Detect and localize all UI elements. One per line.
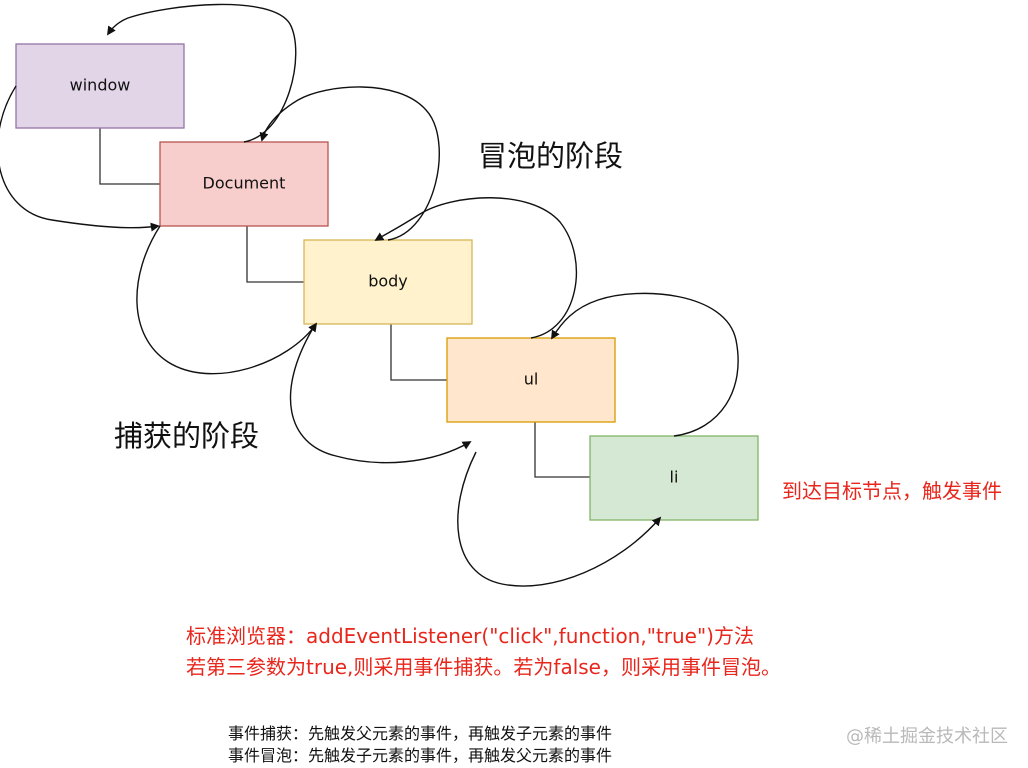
node-li-label: li	[670, 468, 679, 487]
summary-capture: 事件捕获：先触发父元素的事件，再触发子元素的事件	[228, 724, 612, 743]
bubble-arrow-li-ul	[551, 292, 739, 437]
node-li-box	[589, 435, 759, 521]
capture-arrow-document-body	[136, 225, 318, 375]
connector-window-document	[99, 128, 160, 185]
capture-arrow-window-document	[0, 85, 160, 232]
bubbling-phase-label: 冒泡的阶段	[478, 139, 623, 173]
node-document-label: Document	[203, 174, 286, 193]
bubble-arrow-ul-body	[374, 197, 578, 339]
node-window-label: window	[70, 76, 131, 95]
bubble-arrows	[107, 3, 739, 437]
api-note-line2: 若第三参数为true,则采用事件捕获。若为false，则采用事件冒泡。	[186, 655, 781, 679]
node-window: window	[15, 43, 185, 129]
capture-arrows	[0, 85, 662, 587]
node-document: Document	[159, 141, 329, 227]
connector-document-body	[246, 226, 304, 283]
node-ul-box	[446, 337, 616, 423]
node-li: li	[589, 435, 759, 521]
connector-ul-li	[534, 421, 590, 478]
summary-bubble: 事件冒泡：先触发子元素的事件，再触发父元素的事件	[228, 746, 612, 765]
node-body-box	[303, 239, 473, 325]
bubble-arrow-document-window	[107, 3, 297, 143]
node-document-box	[159, 141, 329, 227]
node-ul: ul	[446, 337, 616, 423]
api-note-line1: 标准浏览器：addEventListener("click",function,…	[186, 624, 754, 648]
node-ul-label: ul	[524, 370, 539, 389]
connector-body-ul	[390, 324, 447, 381]
node-body: body	[303, 239, 473, 325]
capture-arrow-body-ul	[289, 329, 472, 464]
capture-arrow-ul-li	[457, 451, 662, 587]
watermark: @稀土掘金技术社区	[846, 726, 1008, 747]
node-body-label: body	[368, 272, 408, 291]
bubble-arrow-body-document	[259, 86, 440, 241]
target-note: 到达目标节点，触发事件	[782, 479, 1002, 503]
tree-connectors	[99, 128, 590, 478]
capturing-phase-label: 捕获的阶段	[114, 419, 259, 453]
node-window-box	[15, 43, 185, 129]
